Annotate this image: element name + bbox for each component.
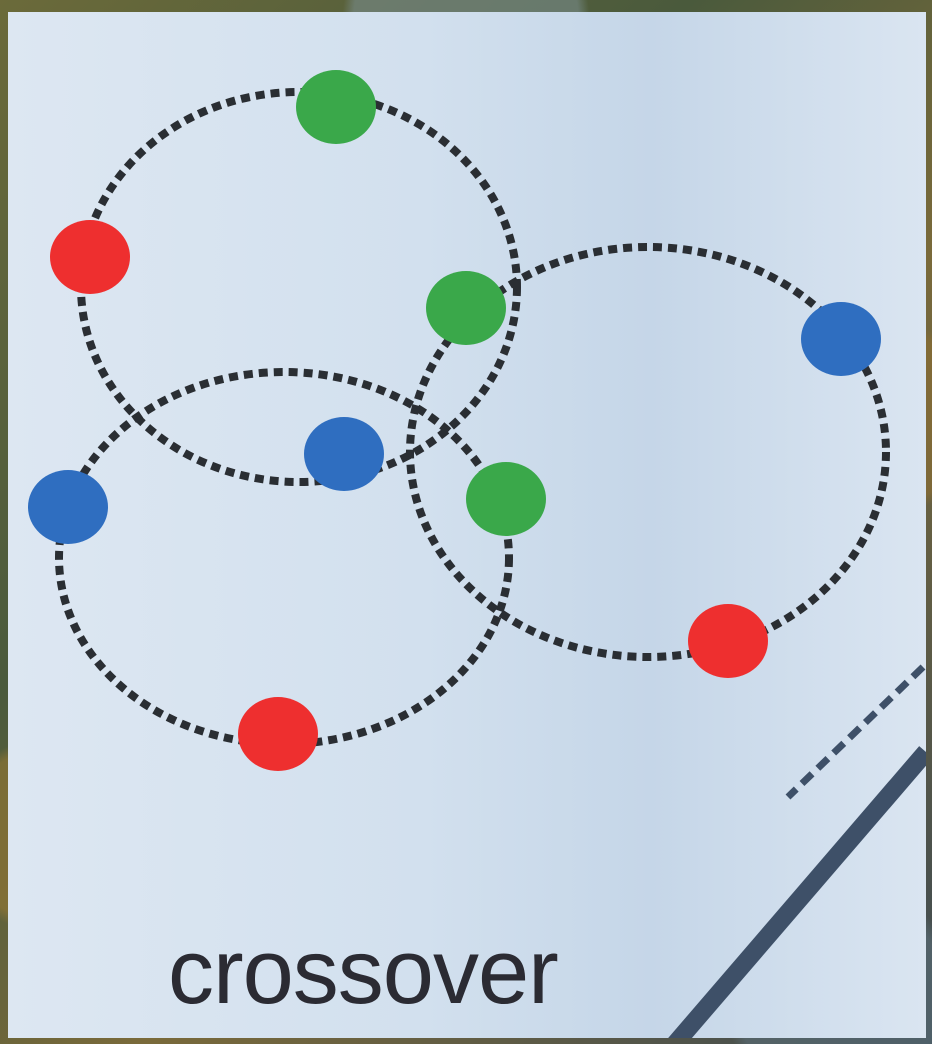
blue-node [28,470,108,544]
green-node [426,271,506,345]
red-node [50,220,130,294]
green-node [466,462,546,536]
blue-node [304,417,384,491]
diagram-card: crossover [8,12,926,1038]
blue-node [801,302,881,376]
green-node [296,70,376,144]
circle-bottom-left [59,372,509,744]
red-node [688,604,768,678]
red-node [238,697,318,771]
crossover-diagram [8,12,926,1038]
caption-label: crossover [168,922,708,1022]
